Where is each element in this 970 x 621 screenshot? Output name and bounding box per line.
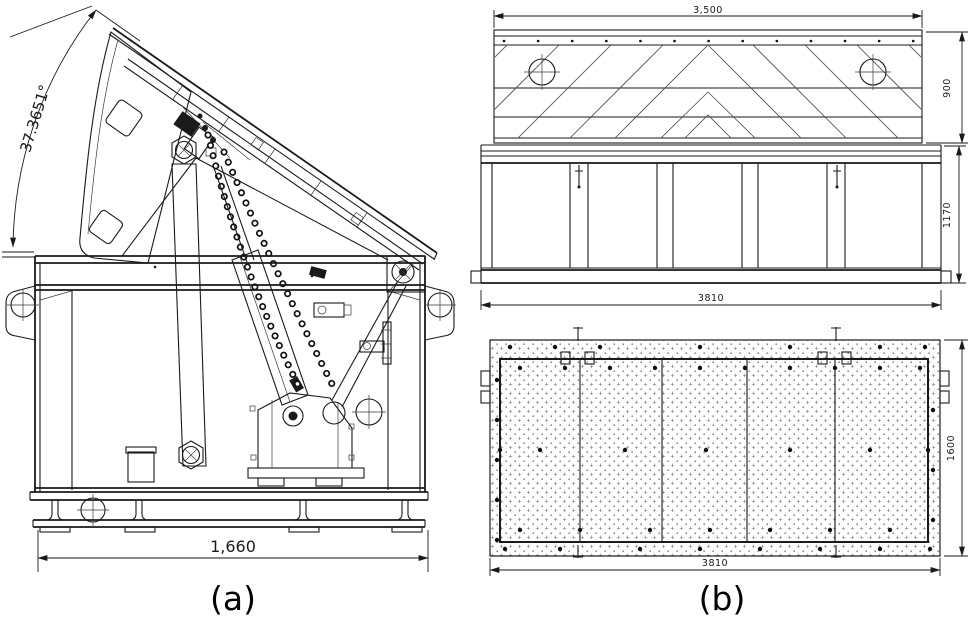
- angle-value: 37.3651°: [16, 83, 54, 155]
- subfigure-label-b: (b): [699, 579, 746, 618]
- view-a-side-elevation: 37.3651°: [2, 5, 456, 572]
- view-b-front-elevation: 3810 1170: [470, 144, 966, 310]
- view-b-top-panel: 3,500 900: [493, 5, 968, 144]
- mounting-lug-left: [5, 285, 39, 341]
- lift-hole-right: [855, 54, 891, 90]
- cylinder-pedestal: [247, 392, 365, 487]
- subfigure-label-a: (a): [210, 579, 256, 618]
- lid-cutout-lower: [88, 209, 124, 245]
- dimension-plan-width: 3810: [489, 558, 941, 576]
- dimension-front-height: 1170: [942, 145, 966, 284]
- support-strut: [171, 135, 207, 470]
- pivot-bracket: [386, 255, 426, 293]
- top-width-value: 3,500: [693, 5, 723, 16]
- panel-pin-left: [575, 165, 583, 189]
- dimension-plan-height: 1600: [944, 339, 968, 557]
- base-skid: [29, 491, 429, 533]
- lid-cutout-upper: [105, 99, 143, 137]
- base-width-value: 1,660: [210, 537, 256, 556]
- dimension-front-width: 3810: [480, 290, 942, 310]
- chain-links: [204, 131, 337, 395]
- lid-assembly: [79, 27, 438, 271]
- hydraulic-cylinder: [213, 165, 407, 427]
- mounting-lug-right: [424, 285, 456, 341]
- top-height-value: 900: [942, 78, 953, 98]
- dimension-top-width: 3,500: [493, 5, 923, 28]
- hinge-mechanism: [153, 111, 327, 393]
- plan-height-value: 1600: [946, 435, 957, 461]
- lift-hole-left: [524, 54, 560, 90]
- plan-width-value: 3810: [702, 558, 728, 569]
- front-width-value: 3810: [698, 293, 724, 304]
- dimension-base-width: 1,660: [37, 530, 429, 572]
- checker-plate: [489, 339, 941, 557]
- panel-pin-right: [833, 165, 841, 189]
- plan-pins: [573, 327, 841, 558]
- front-height-value: 1170: [942, 202, 953, 228]
- machine-body: [34, 255, 426, 492]
- plan-bolts: [494, 344, 936, 552]
- chevron-hatch: [495, 45, 921, 138]
- dimension-top-height: 900: [926, 31, 968, 144]
- view-b-plan: 3810 1600: [480, 327, 968, 576]
